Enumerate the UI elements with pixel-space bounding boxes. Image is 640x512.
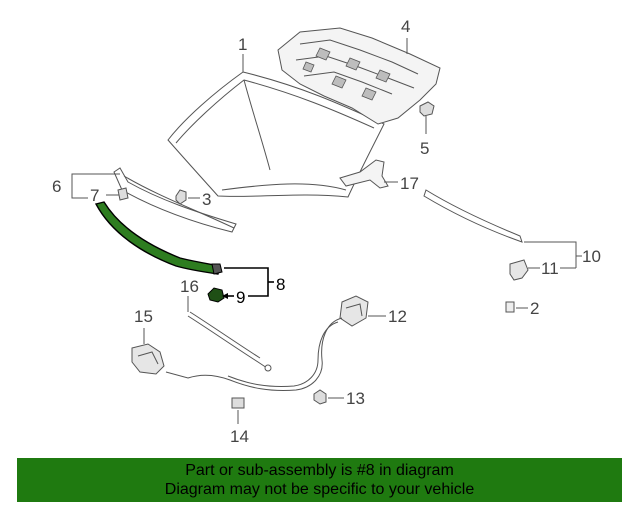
release-handle	[339, 295, 369, 327]
hood-front-seal	[113, 167, 237, 233]
hood-panel	[167, 71, 385, 198]
release-cable	[165, 317, 343, 391]
clip-3	[175, 189, 187, 205]
callout-3: 3	[202, 190, 211, 209]
clip-13	[313, 389, 327, 405]
callout-4: 4	[401, 17, 410, 36]
clip-5	[419, 101, 435, 117]
callout-6: 6	[52, 177, 61, 196]
callout-16: 16	[180, 277, 199, 296]
callout-9: 9	[236, 288, 245, 307]
bracket-11	[509, 259, 529, 281]
callout-8: 8	[276, 275, 285, 294]
grommet-14	[231, 397, 245, 409]
hood-hinge	[339, 159, 389, 189]
callout-2: 2	[530, 299, 539, 318]
clip-2	[505, 301, 515, 313]
callout-5: 5	[420, 139, 429, 158]
clip-9	[207, 287, 225, 303]
banner-line-1: Part or sub-assembly is #8 in diagram	[185, 462, 454, 479]
callout-11: 11	[541, 259, 559, 278]
callout-1: 1	[238, 35, 247, 54]
clip-7	[117, 187, 129, 201]
callout-7: 7	[90, 186, 99, 205]
hood-latch	[131, 343, 165, 375]
info-banner: Part or sub-assembly is #8 in diagram Di…	[17, 458, 622, 502]
highlighted-part-8	[94, 201, 223, 275]
callout-14: 14	[230, 427, 249, 446]
hood-rear-seal	[423, 189, 523, 243]
banner-line-2: Diagram may not be specific to your vehi…	[164, 481, 475, 498]
callout-10: 10	[582, 247, 601, 266]
callout-15: 15	[134, 307, 153, 326]
hood-insulator	[277, 27, 441, 125]
callout-13: 13	[346, 389, 365, 408]
callout-12: 12	[388, 307, 407, 326]
hood-support-rod	[187, 311, 272, 372]
callout-17: 17	[400, 174, 419, 193]
